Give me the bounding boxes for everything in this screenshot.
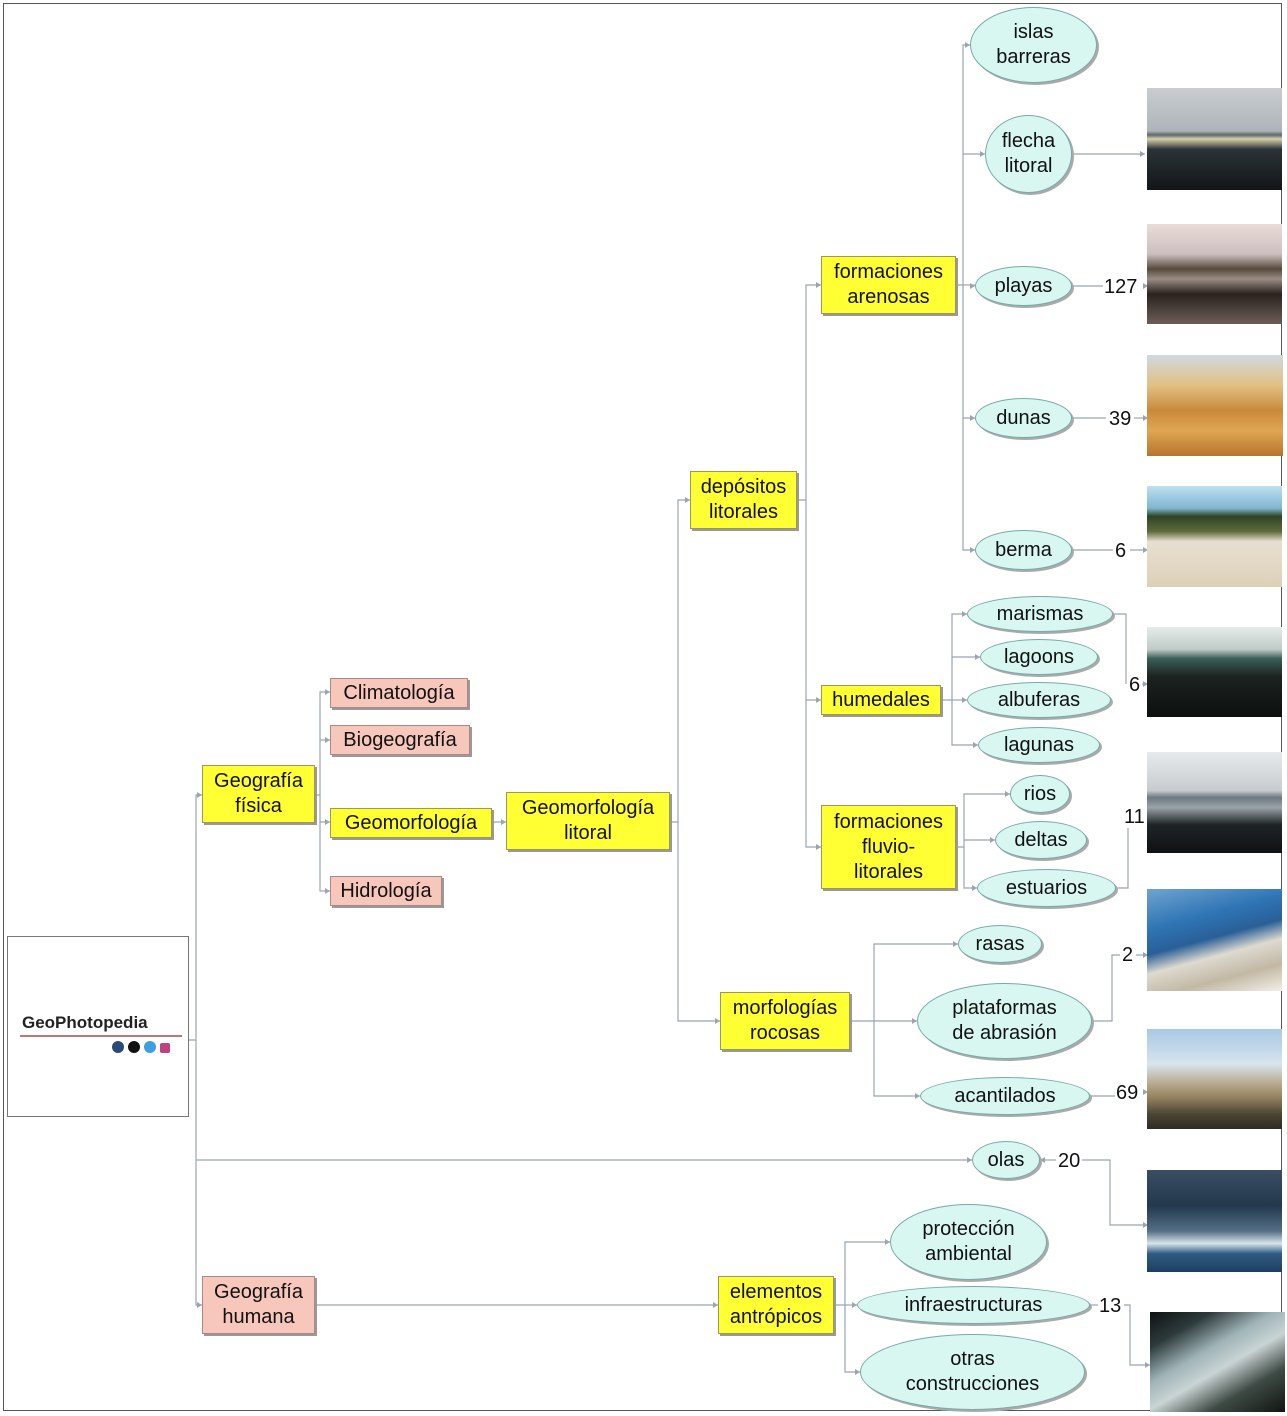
node-biogeografia[interactable]: Biogeografía (330, 725, 470, 755)
flag-icon (160, 1043, 170, 1053)
node-flecha-litoral[interactable]: flecha litoral (985, 115, 1072, 193)
node-proteccion-ambiental[interactable]: protección ambiental (890, 1204, 1047, 1280)
playas-photo[interactable] (1147, 224, 1282, 324)
dunas-photo[interactable] (1147, 355, 1283, 456)
node-olas[interactable]: olas (972, 1141, 1040, 1179)
infraestructuras-photo[interactable] (1150, 1312, 1285, 1412)
node-formaciones-arenosas[interactable]: formaciones arenosas (821, 256, 956, 314)
node-morfologias-rocosas[interactable]: morfologías rocosas (720, 992, 850, 1050)
globe-icon (112, 1041, 124, 1053)
info-icon (144, 1041, 156, 1053)
node-plataformas-de-abrasion[interactable]: plataformas de abrasión (917, 983, 1092, 1059)
count-fluvio: 11 (1124, 806, 1145, 828)
node-dunas[interactable]: dunas (975, 398, 1072, 438)
node-islas-barreras[interactable]: islas barreras (970, 7, 1097, 83)
olas-photo[interactable] (1147, 1170, 1282, 1272)
node-humedales[interactable]: humedales (821, 685, 941, 715)
fluvio-photo[interactable] (1147, 752, 1282, 853)
plataformas-photo[interactable] (1147, 889, 1282, 991)
count-humedales: 6 (1129, 674, 1141, 696)
node-geomorfologia[interactable]: Geomorfología (330, 808, 492, 838)
node-lagoons[interactable]: lagoons (980, 639, 1098, 675)
node-estuarios[interactable]: estuarios (977, 869, 1116, 907)
flecha-litoral-photo[interactable] (1147, 88, 1282, 190)
humedales-photo[interactable] (1147, 627, 1282, 717)
acantilados-photo[interactable] (1147, 1029, 1282, 1129)
node-geomorfologia-litoral[interactable]: Geomorfología litoral (506, 792, 670, 850)
count-dunas: 39 (1109, 408, 1132, 430)
node-formaciones-fluvio-litorales[interactable]: formaciones fluvio- litorales (821, 805, 956, 889)
count-acantilados: 69 (1116, 1082, 1139, 1104)
node-geografia-humana[interactable]: Geografía humana (202, 1276, 315, 1334)
geophotopedia-logo[interactable]: GeoPhotopedia (7, 936, 189, 1117)
node-albuferas[interactable]: albuferas (967, 682, 1111, 718)
node-playas[interactable]: playas (975, 266, 1072, 306)
count-olas: 20 (1058, 1150, 1081, 1172)
count-infraestructuras: 13 (1099, 1295, 1122, 1317)
count-plataformas: 2 (1122, 944, 1134, 966)
node-depositos-litorales[interactable]: depósitos litorales (690, 471, 797, 529)
count-berma: 6 (1115, 540, 1127, 562)
node-otras-construcciones[interactable]: otras construcciones (860, 1334, 1085, 1410)
node-rasas[interactable]: rasas (958, 925, 1042, 963)
logo-underline (20, 1035, 182, 1037)
logo-text: GeoPhotopedia (22, 1013, 148, 1032)
node-berma[interactable]: berma (975, 530, 1072, 570)
circle-icon (128, 1041, 140, 1053)
berma-photo[interactable] (1147, 486, 1282, 587)
node-infraestructuras[interactable]: infraestructuras (857, 1286, 1090, 1324)
node-deltas[interactable]: deltas (995, 821, 1087, 859)
node-hidrologia[interactable]: Hidrología (330, 876, 442, 906)
node-marismas[interactable]: marismas (967, 596, 1113, 632)
node-acantilados[interactable]: acantilados (920, 1077, 1090, 1115)
node-lagunas[interactable]: lagunas (978, 727, 1100, 763)
count-playas: 127 (1104, 276, 1138, 298)
node-rios[interactable]: rios (1010, 775, 1070, 813)
node-climatologia[interactable]: Climatología (330, 678, 468, 708)
node-geografia-fisica[interactable]: Geografía física (202, 765, 315, 823)
node-elementos-antropicos[interactable]: elementos antrópicos (718, 1276, 834, 1334)
